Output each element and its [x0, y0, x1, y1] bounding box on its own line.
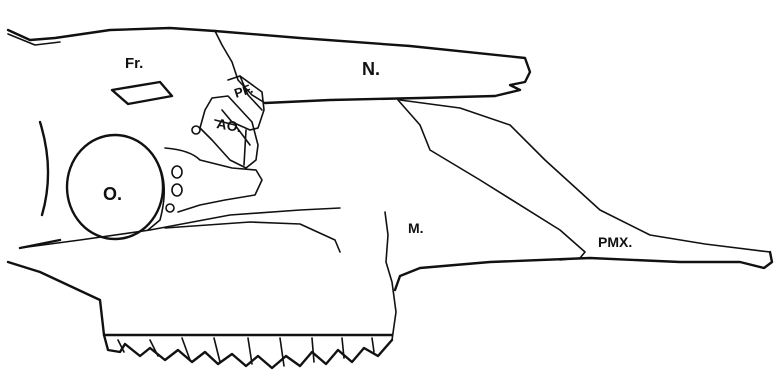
- ventral-border: [8, 262, 392, 335]
- antorbital-vertical: [244, 130, 246, 165]
- lacrimal-outline: [165, 148, 262, 212]
- label-premaxilla: PMX.: [598, 234, 632, 250]
- label-frontal: Fr.: [125, 55, 143, 72]
- label-antorbital: AO.: [215, 115, 242, 135]
- foramen-3: [172, 184, 182, 196]
- frontal-fenestra: [112, 82, 172, 104]
- maxilla-suture: [385, 212, 396, 340]
- tooth-row: [104, 335, 392, 368]
- label-maxilla: M.: [408, 220, 424, 236]
- label-nasal: N.: [362, 59, 380, 79]
- foramen-4: [166, 204, 174, 212]
- braincase-outline: [40, 122, 48, 215]
- jugal-lower: [165, 222, 340, 252]
- label-orbit: O.: [103, 184, 122, 204]
- maxilla-premaxilla-suture: [398, 100, 585, 260]
- premaxilla-upper-edge: [400, 100, 770, 252]
- foramen-1: [192, 126, 200, 134]
- skull-top-outline: [8, 28, 215, 40]
- jugal-upper: [20, 208, 340, 248]
- foramen-2: [172, 166, 182, 178]
- snout-tip: [395, 252, 772, 290]
